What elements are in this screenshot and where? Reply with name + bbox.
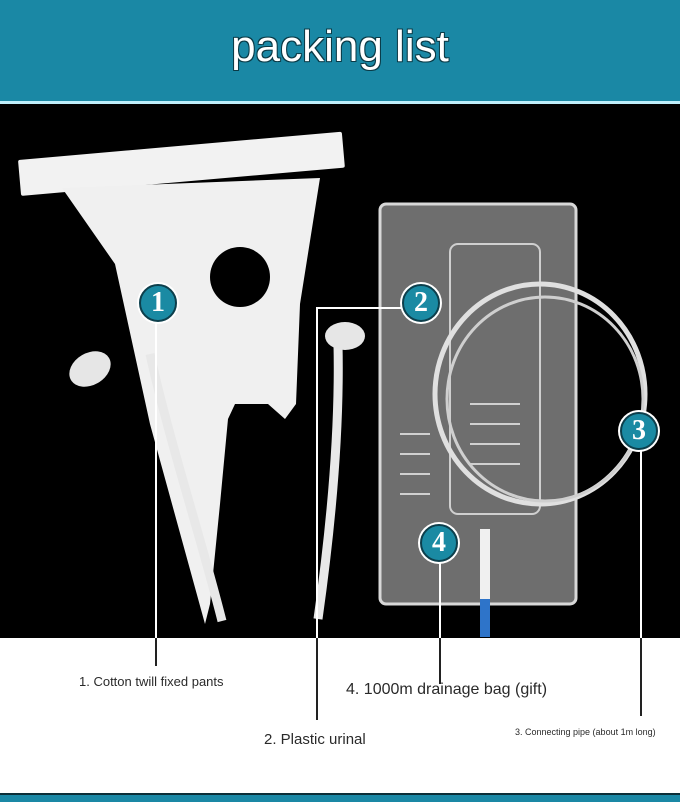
header-banner bbox=[0, 0, 680, 101]
leader-line-2 bbox=[316, 307, 318, 638]
leader-line-2-h bbox=[316, 307, 404, 309]
pants-illustration bbox=[62, 178, 648, 637]
label-leader-4 bbox=[439, 638, 441, 684]
label-item-1: 1. Cotton twill fixed pants bbox=[79, 674, 224, 689]
footer-bar bbox=[0, 793, 680, 802]
badge-3: 3 bbox=[620, 412, 658, 450]
label-item-2: 2. Plastic urinal bbox=[264, 731, 366, 748]
label-leader-3 bbox=[640, 638, 642, 716]
leader-line-1 bbox=[155, 320, 157, 638]
label-item-3: 3. Connecting pipe (about 1m long) bbox=[515, 727, 656, 737]
header-divider bbox=[0, 101, 680, 104]
leader-line-4 bbox=[439, 559, 441, 638]
product-photo: 1 2 3 4 bbox=[0, 104, 680, 638]
label-item-4: 4. 1000m drainage bag (gift) bbox=[346, 681, 548, 698]
label-leader-2 bbox=[316, 638, 318, 720]
page-title: packing list bbox=[231, 22, 449, 71]
badge-1: 1 bbox=[139, 284, 177, 322]
label-leader-1 bbox=[155, 638, 157, 666]
badge-4: 4 bbox=[420, 524, 458, 562]
leader-line-3 bbox=[640, 444, 642, 638]
badge-2: 2 bbox=[402, 284, 440, 322]
